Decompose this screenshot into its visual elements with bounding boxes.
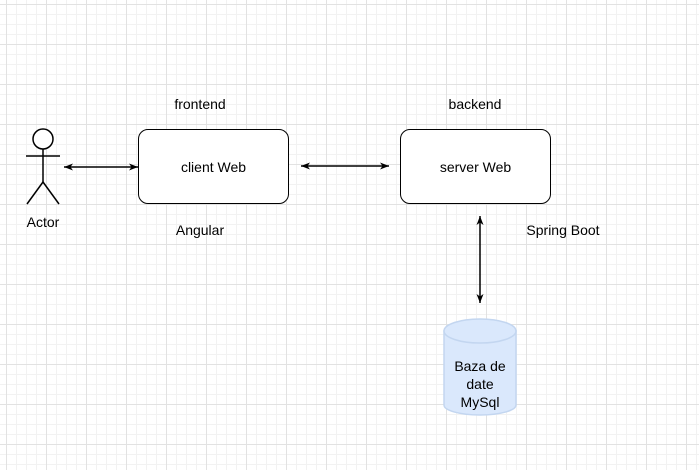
database-label: Baza de date MySql (440, 357, 520, 411)
spring-boot-label: Spring Boot (526, 222, 600, 238)
database-label-line-3: MySql (460, 394, 500, 410)
backend-label: backend (448, 96, 502, 112)
actor-right-leg (42, 181, 60, 205)
actor-head (32, 128, 54, 150)
angular-label: Angular (175, 222, 225, 238)
server-web-node[interactable]: server Web (400, 129, 551, 204)
database-cylinder[interactable] (443, 318, 517, 416)
actor-figure[interactable] (26, 128, 60, 205)
actor-left-leg (26, 181, 44, 205)
client-web-label: client Web (180, 158, 247, 175)
database-label-line-2: date (466, 376, 494, 392)
server-web-label: server Web (439, 158, 512, 175)
database-cylinder-top (443, 318, 517, 344)
client-web-node[interactable]: client Web (138, 129, 289, 204)
database-label-line-1: Baza de (454, 358, 506, 374)
database-cylinder-body (443, 330, 517, 416)
frontend-label: frontend (174, 96, 226, 112)
actor-label: Actor (26, 214, 60, 230)
